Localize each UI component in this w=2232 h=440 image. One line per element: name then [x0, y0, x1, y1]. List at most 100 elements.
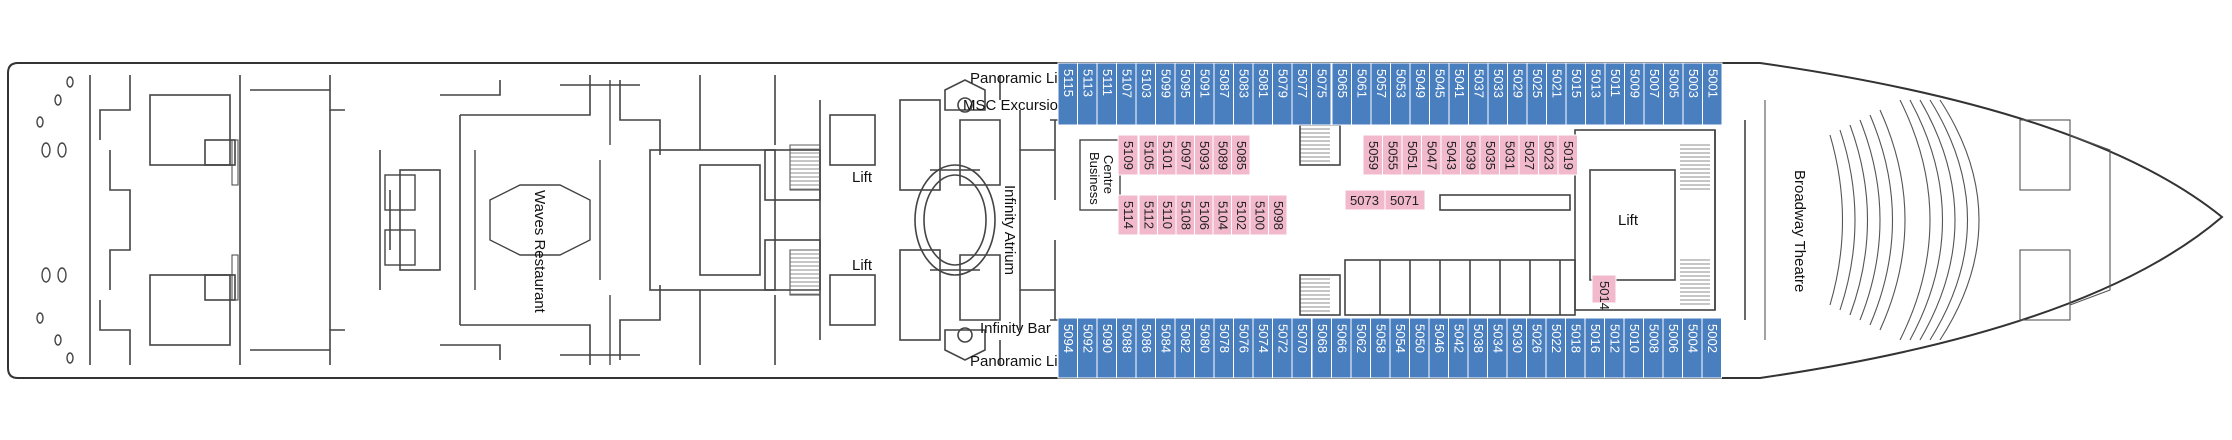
cabin-number-top-aft: 5087 [1217, 69, 1232, 98]
cabin-number-top-aft: 5113 [1080, 69, 1095, 97]
lift-right-label: Lift [1618, 212, 1639, 229]
cabin-number-bottom-fwd: 5050 [1412, 324, 1427, 353]
cabin-number-top-fwd: 5025 [1530, 69, 1545, 98]
waves-restaurant-label: Waves Restaurant [531, 190, 548, 314]
cabin-number-bottom-fwd: 5016 [1588, 324, 1603, 353]
cabin-number-top-fwd: 5061 [1354, 69, 1369, 98]
cabin-number-top-fwd: 5007 [1647, 69, 1662, 98]
cabin-number-bottom-fwd: 5034 [1490, 324, 1505, 353]
cabin-number-inner-fwd: 5055 [1385, 141, 1400, 170]
cabin-number-top-fwd: 5037 [1471, 69, 1486, 98]
cabin-number-bottom-fwd: 5012 [1607, 324, 1622, 353]
waves-area [384, 80, 611, 365]
cabin-number-bottom-fwd: 5008 [1646, 324, 1661, 353]
cabin-number-inner: 5102 [1234, 201, 1249, 230]
cabin-cell[interactable] [1591, 274, 1617, 304]
cabin-number-inner-fwd: 5051 [1405, 141, 1420, 170]
cabin-number-top-fwd: 5005 [1666, 69, 1681, 98]
cabin-cell[interactable] [1701, 317, 1722, 379]
cabin-cell[interactable] [1384, 189, 1426, 211]
cabin-number-bottom-aft: 5094 [1061, 324, 1076, 353]
cabin-number-top-fwd: 5029 [1510, 69, 1525, 98]
cabin-number-bottom-aft: 5070 [1295, 324, 1310, 353]
cabin-number-top-aft: 5081 [1256, 69, 1271, 98]
panoramic-lift-top-label: Panoramic Lift [970, 70, 1067, 87]
cabin-number-inner-fwd: 5043 [1444, 141, 1459, 170]
cabin-number-bottom-aft: 5086 [1139, 324, 1154, 353]
cabin-number-bottom-fwd: 5026 [1529, 324, 1544, 353]
infinity-atrium [914, 164, 996, 276]
cabin-number-top-aft: 5107 [1119, 69, 1134, 98]
cabin-cell[interactable] [1557, 134, 1578, 176]
cabin-number-inner: 5110 [1160, 201, 1175, 229]
cabin-number-top-aft: 5095 [1178, 69, 1193, 98]
panoramic-lift-bottom-label: Panoramic Lift [970, 353, 1067, 370]
cabin-number-top-fwd: 5045 [1432, 69, 1447, 98]
cabin-number-top-fwd: 5057 [1374, 69, 1389, 98]
business-centre-label-1: Business [1087, 152, 1102, 205]
panoramic-lift-top [944, 79, 986, 113]
cabin-cell[interactable] [1117, 134, 1139, 176]
cabin-cell[interactable] [1268, 194, 1288, 236]
cabin-number-inner: 5097 [1178, 141, 1193, 170]
cabin-cell[interactable] [1702, 62, 1723, 126]
aft-fixtures [36, 76, 74, 364]
cabin-number-inner: 5105 [1141, 141, 1156, 170]
cabin-number-top-fwd: 5015 [1569, 69, 1584, 98]
cabin-number-bottom-aft: 5088 [1119, 324, 1134, 353]
cabin-number-bottom-fwd: 5006 [1666, 324, 1681, 353]
cabin-cell[interactable] [1311, 62, 1332, 126]
cabin-number-bottom-aft: 5072 [1275, 324, 1290, 353]
cabin-number-top-fwd: 5013 [1588, 69, 1603, 98]
cabin-number-top-fwd: 5065 [1335, 69, 1350, 98]
lift-left-top-label: Lift [852, 169, 873, 186]
cabin-number-inner-fwd: 5071 [1390, 193, 1419, 208]
infinity-bar-label: Infinity Bar [980, 320, 1051, 337]
cabin-number-bottom-fwd: 5042 [1451, 324, 1466, 353]
cabin-number-inner: 5112 [1141, 201, 1156, 229]
cabin-number-inner: 5085 [1234, 141, 1249, 170]
cabin-cell[interactable] [1117, 194, 1139, 236]
cabin-number-bottom-aft: 5074 [1256, 324, 1271, 353]
cabin-number-inner-fwd: 5019 [1561, 141, 1576, 170]
cabin-number-inner: 5104 [1215, 201, 1230, 230]
cabin-number-top-fwd: 5053 [1393, 69, 1408, 98]
cabin-number-inner: 5093 [1197, 141, 1212, 170]
hull-outline [7, 62, 2224, 379]
cabin-number-bottom-aft: 5080 [1197, 324, 1212, 353]
cabin-number-top-fwd: 5003 [1686, 69, 1701, 98]
cabin-number-bottom-fwd: 5066 [1334, 324, 1349, 353]
cabin-number-inner-fwd: 5059 [1366, 141, 1381, 170]
cabin-number-top-fwd: 5011 [1608, 69, 1623, 97]
cabin-number-top-fwd: 5009 [1627, 69, 1642, 98]
cabin-number-bottom-fwd: 5004 [1685, 324, 1700, 353]
cabin-number-bottom-fwd: 5046 [1432, 324, 1447, 353]
cabin-number-special: 5014 [1597, 281, 1612, 310]
cabin-number-bottom-fwd: 5058 [1373, 324, 1388, 353]
infinity-atrium-label: Infinity Atrium [1001, 185, 1018, 275]
cabin-number-bottom-aft: 5092 [1080, 324, 1095, 353]
cabin-number-inner: 5108 [1178, 201, 1193, 230]
cabin-number-top-fwd: 5033 [1491, 69, 1506, 98]
cabin-cell[interactable] [1231, 134, 1251, 176]
cabin-number-inner-fwd: 5023 [1541, 141, 1556, 170]
cabin-number-bottom-fwd: 5030 [1510, 324, 1525, 353]
cabin-number-bottom-fwd: 5018 [1568, 324, 1583, 353]
cabin-number-top-fwd: 5049 [1413, 69, 1428, 98]
broadway-theatre [1764, 99, 2111, 341]
cabin-number-inner-fwd: 5047 [1424, 141, 1439, 170]
cabin-number-top-aft: 5083 [1236, 69, 1251, 98]
cabin-number-bottom-aft: 5082 [1178, 324, 1193, 353]
cabin-number-bottom-fwd: 5054 [1393, 324, 1408, 353]
cabin-number-inner-fwd: 5073 [1350, 193, 1379, 208]
cabin-number-inner: 5100 [1252, 201, 1267, 230]
aft-walls [89, 75, 701, 365]
cabin-number-bottom-aft: 5090 [1100, 324, 1115, 353]
cabin-number-inner-fwd: 5027 [1522, 141, 1537, 170]
cabin-number-bottom-fwd: 5010 [1627, 324, 1642, 353]
cabin-number-top-aft: 5077 [1295, 69, 1310, 98]
cabin-number-inner: 5101 [1160, 141, 1175, 170]
cabin-number-bottom-aft: 5084 [1158, 324, 1173, 353]
